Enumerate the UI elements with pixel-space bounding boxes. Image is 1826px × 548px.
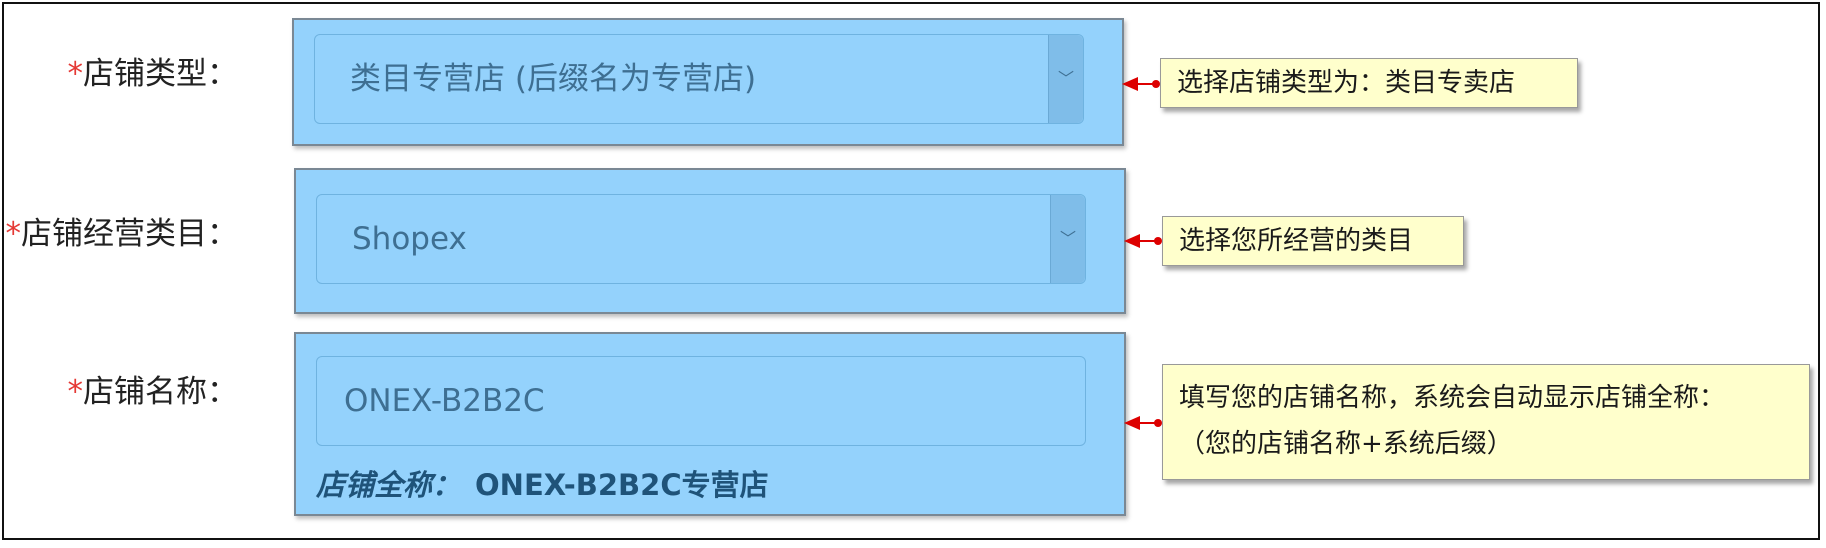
store-name-input[interactable]: ONEX-B2B2C bbox=[316, 356, 1086, 446]
store-full-name: 店铺全称： ONEX-B2B2C专营店 bbox=[316, 462, 769, 504]
store-full-name-label: 店铺全称： bbox=[316, 468, 462, 502]
arrow-icon bbox=[1124, 416, 1162, 430]
store-type-label-text: 店铺类型： bbox=[83, 56, 238, 92]
store-name-callout-line1: 填写您的店铺名称，系统会自动显示店铺全称： bbox=[1179, 383, 1726, 413]
store-name-callout-line2: （您的店铺名称+系统后缀） bbox=[1179, 429, 1513, 459]
form-frame: *店铺类型： 类目专营店 (后缀名为专营店) ﹀ 选择店铺类型为：类目专卖店 *… bbox=[2, 2, 1820, 540]
store-type-highlight: 类目专营店 (后缀名为专营店) ﹀ bbox=[292, 18, 1124, 146]
store-name-label-text: 店铺名称： bbox=[83, 374, 238, 410]
chevron-down-icon: ﹀ bbox=[1059, 229, 1076, 248]
arrow-icon bbox=[1122, 77, 1160, 91]
business-category-value: Shopex bbox=[352, 221, 467, 257]
store-type-callout: 选择店铺类型为：类目专卖店 bbox=[1160, 58, 1578, 108]
required-mark: * bbox=[67, 56, 84, 92]
required-mark: * bbox=[67, 374, 84, 410]
business-category-label-text: 店铺经营类目： bbox=[21, 216, 238, 252]
store-type-callout-text: 选择店铺类型为：类目专卖店 bbox=[1177, 68, 1516, 98]
business-category-callout: 选择您所经营的类目 bbox=[1162, 216, 1464, 266]
business-category-dropdown-toggle[interactable]: ﹀ bbox=[1050, 195, 1085, 283]
store-type-select[interactable]: 类目专营店 (后缀名为专营店) ﹀ bbox=[314, 34, 1084, 124]
store-type-value: 类目专营店 (后缀名为专营店) bbox=[350, 61, 757, 97]
arrow-icon bbox=[1124, 234, 1162, 248]
business-category-select[interactable]: Shopex ﹀ bbox=[316, 194, 1086, 284]
store-type-dropdown-toggle[interactable]: ﹀ bbox=[1048, 35, 1083, 123]
store-name-label: *店铺名称： bbox=[68, 372, 239, 412]
chevron-down-icon: ﹀ bbox=[1057, 69, 1074, 88]
business-category-highlight: Shopex ﹀ bbox=[294, 168, 1126, 314]
business-category-label: *店铺经营类目： bbox=[6, 214, 239, 254]
store-name-value: ONEX-B2B2C bbox=[344, 383, 545, 419]
required-mark: * bbox=[5, 216, 22, 252]
store-full-name-value: ONEX-B2B2C专营店 bbox=[475, 468, 769, 502]
store-type-label: *店铺类型： bbox=[68, 54, 239, 94]
store-name-highlight: ONEX-B2B2C 店铺全称： ONEX-B2B2C专营店 bbox=[294, 332, 1126, 516]
store-name-callout: 填写您的店铺名称，系统会自动显示店铺全称： （您的店铺名称+系统后缀） bbox=[1162, 364, 1810, 480]
business-category-callout-text: 选择您所经营的类目 bbox=[1179, 226, 1414, 256]
